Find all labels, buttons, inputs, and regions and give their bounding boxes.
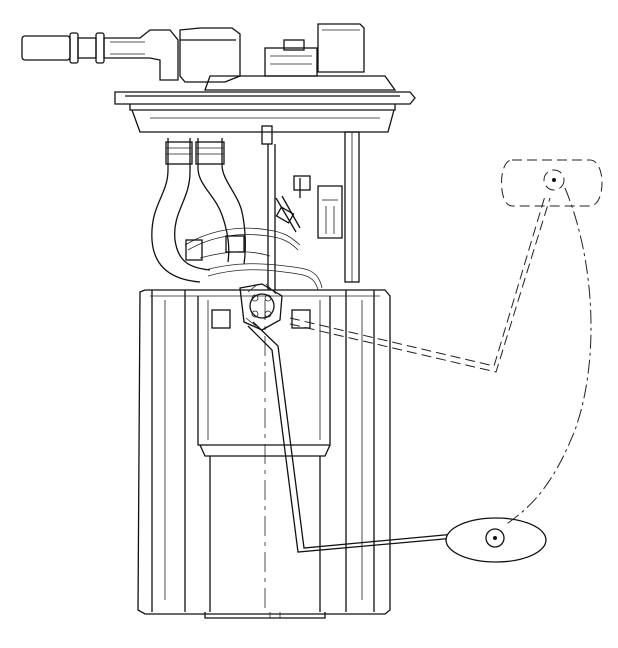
wiring-harness — [184, 175, 343, 291]
flange-plate — [114, 91, 416, 133]
fuel-level-sender — [239, 283, 283, 331]
float-arm-lower — [247, 321, 547, 563]
reservoir-canister — [137, 289, 391, 619]
top-housing — [179, 23, 397, 91]
float-travel-arc — [504, 187, 592, 526]
float-arm-upper — [289, 159, 603, 373]
fuel-hoses — [151, 138, 246, 283]
fuel-line-connector — [21, 29, 179, 81]
guide-rods — [261, 125, 360, 290]
